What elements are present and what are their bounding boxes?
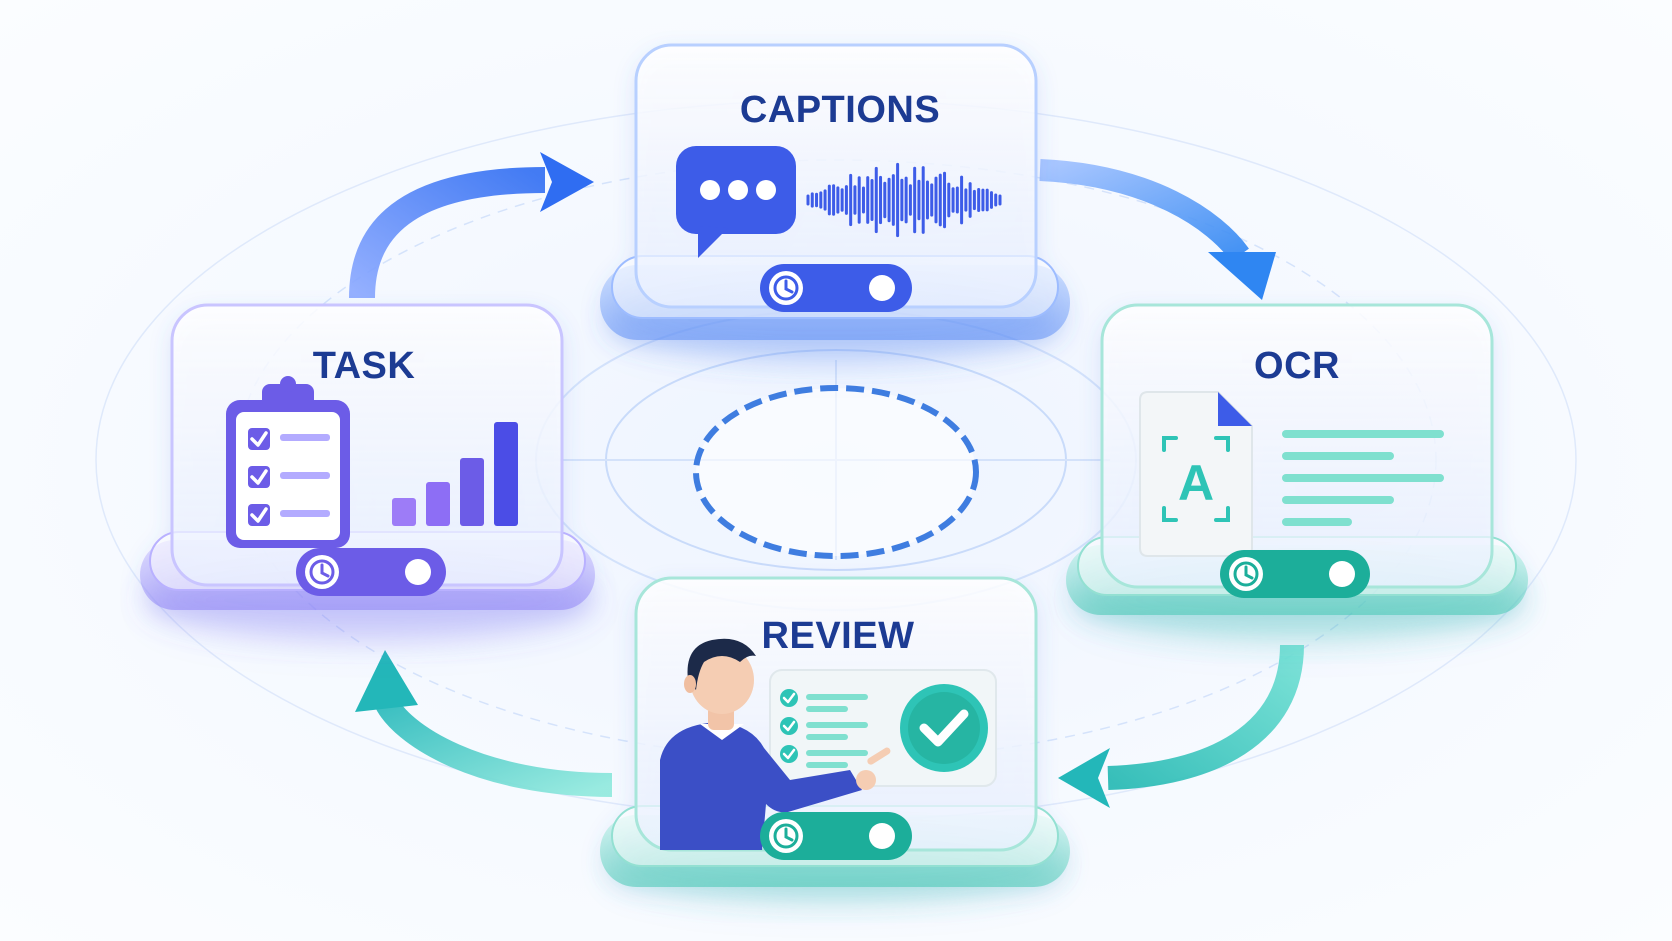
timer-toggle[interactable] (760, 264, 912, 312)
card-title-task: TASK (313, 345, 416, 387)
text-lines-icon (1282, 430, 1444, 526)
card-title-captions: CAPTIONS (740, 89, 940, 131)
clipboard-checklist-icon (226, 376, 350, 548)
clock-icon (309, 559, 335, 585)
check-circle-icon (900, 684, 988, 772)
flow-arrow-ocr-to-review (1058, 644, 1304, 808)
reviewer-person-icon (660, 638, 891, 850)
card-task: TASK (140, 303, 595, 640)
flow-arrow-task-to-captions (349, 152, 594, 299)
center-dashed-ring (693, 385, 979, 559)
audio-waveform-icon (806, 162, 1002, 238)
clock-icon (1233, 561, 1259, 587)
chat-bubble-icon (676, 146, 796, 258)
timer-toggle[interactable] (1220, 550, 1370, 598)
card-review: REVIEW (600, 576, 1070, 901)
card-ocr: OCR A (1066, 303, 1528, 640)
flow-arrow-review-to-task (355, 650, 613, 797)
ocr-letter: A (1178, 455, 1214, 511)
flow-arrow-captions-to-ocr (1039, 159, 1276, 300)
clock-icon (773, 275, 799, 301)
timer-toggle[interactable] (760, 812, 912, 860)
bar-chart-icon (392, 422, 518, 526)
timer-toggle[interactable] (296, 548, 446, 596)
clock-icon (773, 823, 799, 849)
document-scan-icon: A (1139, 391, 1253, 557)
card-title-review: REVIEW (762, 615, 915, 657)
card-captions: CAPTIONS (600, 43, 1070, 360)
card-title-ocr: OCR (1254, 345, 1340, 387)
